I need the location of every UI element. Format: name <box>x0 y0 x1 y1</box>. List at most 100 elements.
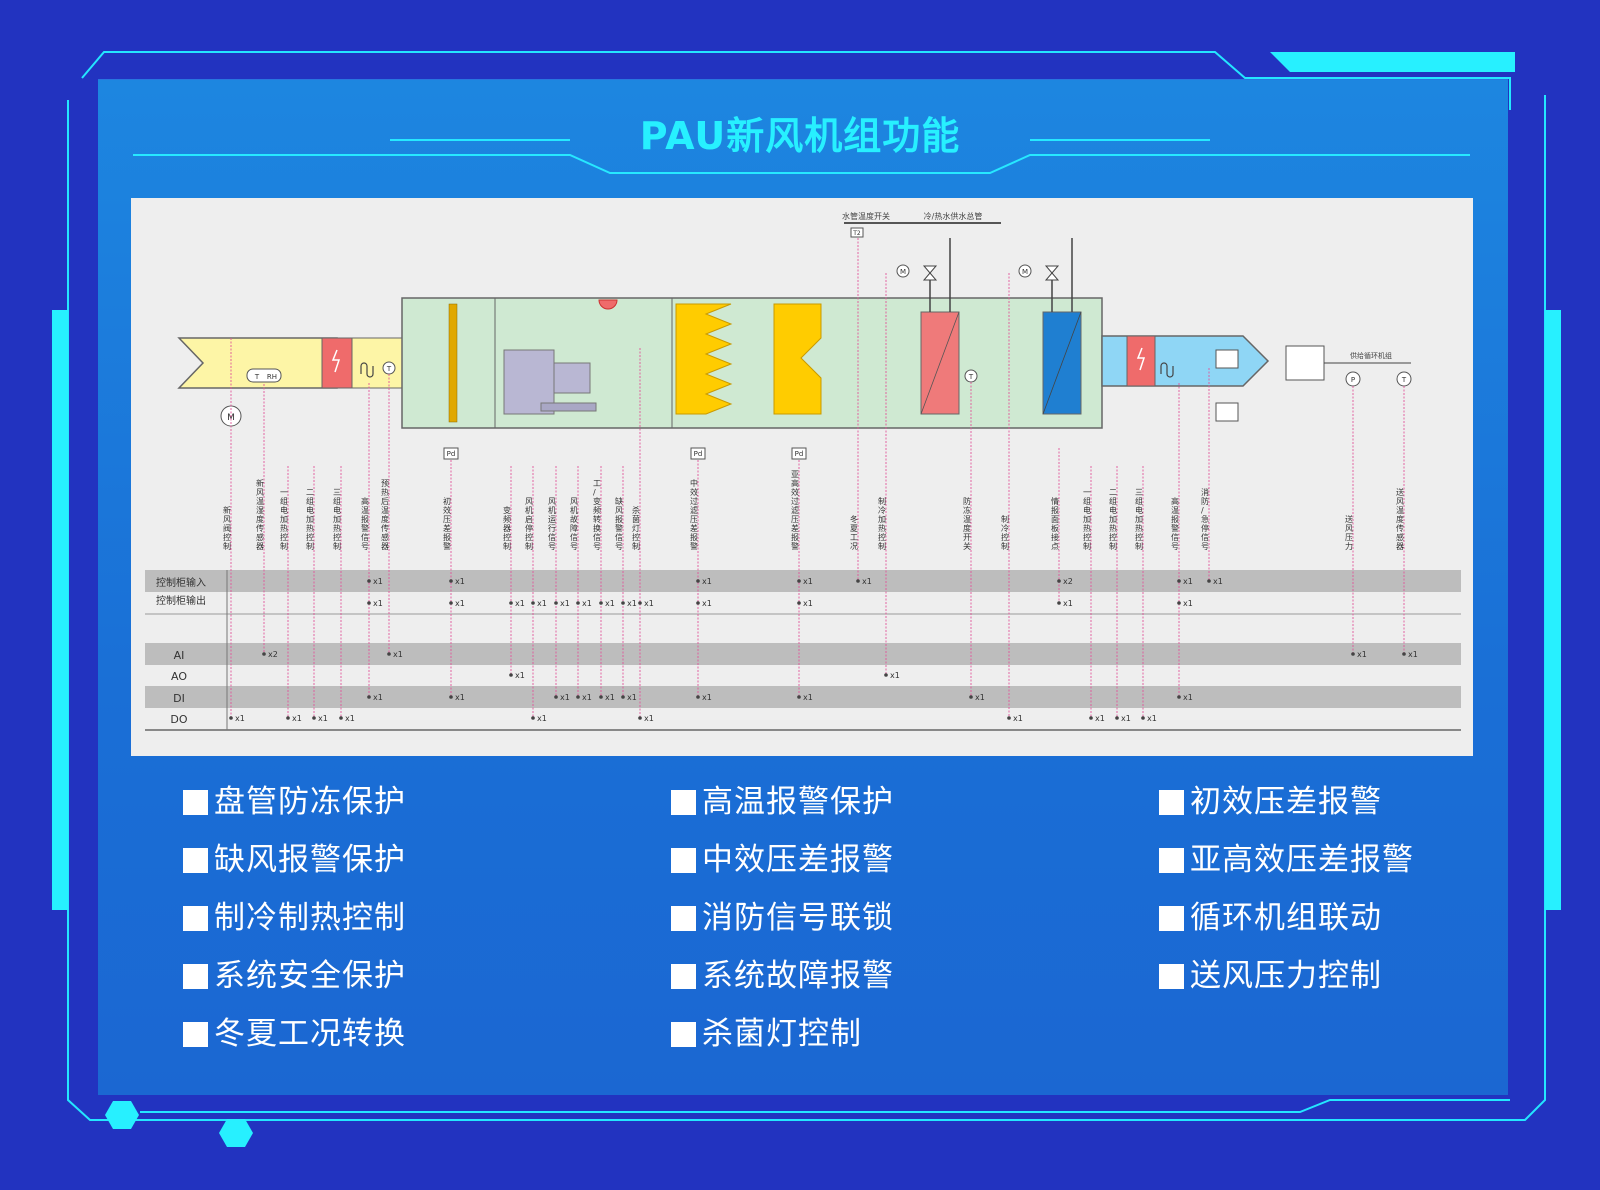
io-point <box>696 579 700 583</box>
io-count: x1 <box>515 671 525 680</box>
signal-label: 初效压差报警 <box>443 496 451 551</box>
feature-item: 制冷制热控制 <box>183 898 406 938</box>
io-point <box>638 716 642 720</box>
signal-label: 高温报警信号 <box>361 496 369 551</box>
signal-label: 变频器控制 <box>503 505 511 551</box>
io-count-markers: x1 x2 x1 x1 x1 x1 x1 x1 x1 x1 x1 x1 x1 x1 x1 x1 x1 x1 x1 x1… <box>229 577 1418 723</box>
hexagon-decoration <box>105 1101 139 1129</box>
io-count: x1 <box>455 577 465 586</box>
io-point <box>367 579 371 583</box>
cooling-valve-motor: M <box>1022 268 1028 276</box>
io-count: x1 <box>803 693 813 702</box>
signal-label: 新风温湿度传感器 <box>256 478 264 551</box>
io-point <box>599 695 603 699</box>
supply-pressure-badge: P <box>1351 376 1355 384</box>
io-count: x1 <box>1121 714 1131 723</box>
signal-label: 制冷控制 <box>1001 514 1009 551</box>
bullet-square-icon <box>671 906 696 931</box>
preheat-temp-badge: T <box>386 365 392 373</box>
io-count: x1 <box>1013 714 1023 723</box>
io-count: x1 <box>515 599 525 608</box>
io-count: x1 <box>393 650 403 659</box>
io-point <box>449 579 453 583</box>
bullet-square-icon <box>183 848 208 873</box>
io-count: x1 <box>455 599 465 608</box>
signal-label: 高温报警信号 <box>1171 496 1179 551</box>
damper-motor-badge: M <box>227 413 235 423</box>
io-point <box>531 716 535 720</box>
io-count: x1 <box>1063 599 1073 608</box>
signal-label: 预热后温度传感器 <box>381 478 389 551</box>
io-count: x1 <box>803 577 813 586</box>
io-point <box>286 716 290 720</box>
signal-label: 三组电加热控制 <box>1135 488 1143 551</box>
io-point <box>554 601 558 605</box>
io-count: x1 <box>373 577 383 586</box>
io-count: x1 <box>582 599 592 608</box>
io-point <box>449 695 453 699</box>
io-point <box>1177 601 1181 605</box>
bullet-square-icon <box>1159 964 1184 989</box>
io-count: x1 <box>605 599 615 608</box>
signal-label: 一组电加热控制 <box>280 488 288 551</box>
signal-lines <box>230 238 1405 718</box>
signal-label: 消防/急停信号 <box>1201 487 1209 551</box>
io-point <box>367 601 371 605</box>
bullet-square-icon <box>671 964 696 989</box>
row-cabinet-in-band <box>145 570 1461 592</box>
feature-item: 系统安全保护 <box>183 956 406 996</box>
fire-damper-icon <box>1215 349 1239 369</box>
supply-temp-badge: T <box>1401 376 1407 384</box>
preheat-electric-heater <box>321 337 353 389</box>
bullet-square-icon <box>671 848 696 873</box>
feature-item: 高温报警保护 <box>671 782 894 822</box>
bullet-square-icon <box>671 1022 696 1047</box>
bullet-square-icon <box>1159 906 1184 931</box>
io-count: x1 <box>862 577 872 586</box>
signal-label: 制冷加热控制 <box>878 496 886 551</box>
io-count: x1 <box>644 599 654 608</box>
io-point <box>969 695 973 699</box>
io-point <box>884 673 888 677</box>
io-count: x1 <box>292 714 302 723</box>
row-ai-band <box>145 643 1461 665</box>
io-point <box>554 695 558 699</box>
io-point <box>531 601 535 605</box>
io-point <box>856 579 860 583</box>
io-count: x1 <box>1408 650 1418 659</box>
bullet-square-icon <box>183 790 208 815</box>
antifreeze-temp-badge: T <box>968 373 974 381</box>
row-label-cabinet-out: 控制柜输出 <box>156 594 206 607</box>
io-point <box>797 579 801 583</box>
io-count: x1 <box>605 693 615 702</box>
io-point <box>339 716 343 720</box>
io-count: x1 <box>560 693 570 702</box>
signal-label: 三组电加热控制 <box>333 488 341 551</box>
signal-label: 新风阀控制 <box>223 505 231 551</box>
signal-label: 亚高效过滤压差报警 <box>791 470 799 551</box>
io-count: x1 <box>537 714 547 723</box>
io-point <box>621 695 625 699</box>
io-point <box>576 695 580 699</box>
io-count: x2 <box>268 650 278 659</box>
signal-label: 二组电加热控制 <box>1109 488 1117 551</box>
heating-valve-motor: M <box>900 268 906 276</box>
feature-item: 循环机组联动 <box>1159 898 1382 938</box>
io-point <box>797 601 801 605</box>
bullet-square-icon <box>183 964 208 989</box>
feature-item: 杀菌灯控制 <box>671 1014 862 1054</box>
io-count: x1 <box>582 693 592 702</box>
io-point <box>312 716 316 720</box>
sub-hepa-filter <box>773 303 822 415</box>
cooling-valve-icon <box>1044 265 1060 281</box>
signal-label: 风机运行信号 <box>548 497 556 551</box>
pd-badge-subhepa: Pd <box>795 450 804 458</box>
pd-badge-primary: Pd <box>447 450 456 458</box>
uv-lamp-icon <box>598 299 618 310</box>
io-count: x1 <box>702 599 712 608</box>
supply-fan <box>503 349 597 415</box>
io-point <box>576 601 580 605</box>
signal-labels: 新风阀控制 新风温湿度传感器 一组电加热控制 二组电加热控制 三组电加热控制 高温报警信号… <box>223 470 1404 551</box>
